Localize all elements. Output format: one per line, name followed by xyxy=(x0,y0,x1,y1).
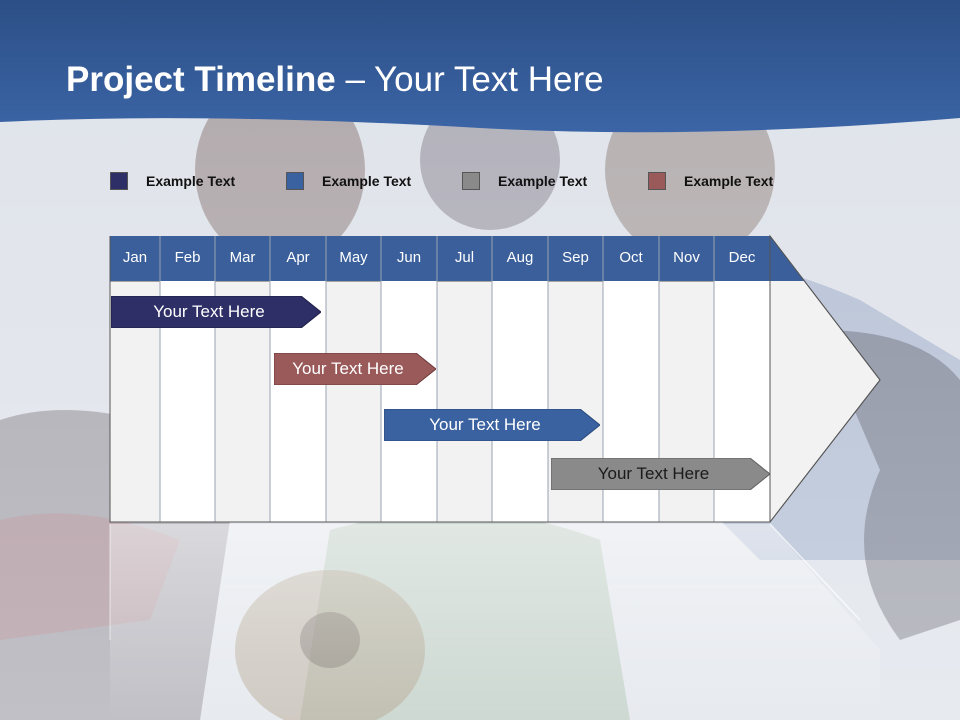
month-label: May xyxy=(339,249,368,266)
month-label: Jul xyxy=(454,249,475,266)
month-label: Dec xyxy=(728,249,756,266)
task-bar-label: Your Text Here xyxy=(153,302,265,321)
task-bar: Your Text Here xyxy=(551,458,770,490)
legend-label: Example Text xyxy=(498,173,588,189)
legend-label: Example Text xyxy=(146,173,236,189)
task-bar-label: Your Text Here xyxy=(597,464,710,483)
legend-label: Example Text xyxy=(322,173,412,189)
legend-swatch xyxy=(110,172,128,190)
month-column xyxy=(381,281,437,522)
legend-swatch xyxy=(648,172,666,190)
legend-item: Example Text xyxy=(286,170,411,192)
page-title: Project Timeline – Your Text Here xyxy=(66,60,604,100)
task-bar-label: Your Text Here xyxy=(429,415,541,434)
task-bar-label: Your Text Here xyxy=(292,359,404,378)
month-label: Apr xyxy=(286,249,310,266)
month-label: Mar xyxy=(229,249,256,266)
month-label: Nov xyxy=(673,249,700,266)
task-bar: Your Text Here xyxy=(274,353,436,385)
task-bar-shape xyxy=(384,409,600,441)
title-rest: – Your Text Here xyxy=(335,60,604,99)
month-label: Oct xyxy=(619,249,643,266)
header-band xyxy=(0,0,960,133)
task-bar: Your Text Here xyxy=(111,296,321,328)
legend-swatch xyxy=(286,172,304,190)
task-bar: Your Text Here xyxy=(384,409,600,441)
legend-swatch xyxy=(462,172,480,190)
task-bar-shape xyxy=(551,458,770,490)
legend-item: Example Text xyxy=(110,170,235,192)
month-label: Jun xyxy=(396,249,422,266)
title-bold: Project Timeline xyxy=(66,60,336,99)
legend-item: Example Text xyxy=(648,170,773,192)
month-label: Aug xyxy=(506,249,534,266)
task-bar-shape xyxy=(274,353,436,385)
month-label: Jan xyxy=(122,249,148,266)
legend-label: Example Text xyxy=(684,173,774,189)
legend-item: Example Text xyxy=(462,170,587,192)
task-bar-shape xyxy=(111,296,321,328)
month-label: Sep xyxy=(562,249,589,266)
month-column xyxy=(492,281,548,522)
month-label: Feb xyxy=(174,249,201,266)
